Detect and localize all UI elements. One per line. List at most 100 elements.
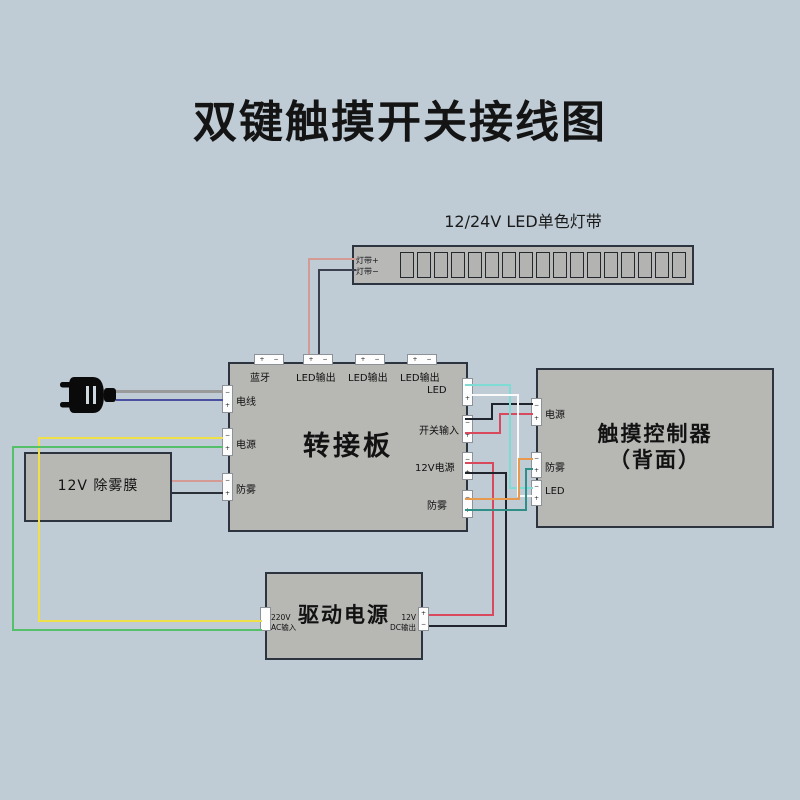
pole-minus: −: [374, 355, 380, 363]
pole-minus: −: [273, 355, 279, 363]
led-strip-segment: [587, 252, 601, 278]
controller-port-led-pad[interactable]: −+: [531, 480, 542, 506]
driver-power-supply: 驱动电源: [265, 572, 423, 660]
driver-dc-output-line1: 12V: [401, 613, 417, 622]
adapter-port-led-out-2-pad[interactable]: +−: [355, 354, 385, 365]
adapter-port-12v-power-pad[interactable]: −+: [462, 452, 473, 480]
wire-dc-red-v: [492, 462, 494, 616]
adapter-port-defog-right-pad[interactable]: −+: [462, 490, 473, 518]
driver-ac-input-line2: AC输入: [271, 623, 297, 633]
adapter-port-defog-label: 防雾: [236, 485, 256, 496]
adapter-port-switch-input-label: 开关输入: [419, 426, 459, 437]
led-strip-segment: [485, 252, 499, 278]
led-strip-title: 12/24V LED单色灯带: [444, 212, 602, 231]
adapter-port-led-out-3-label: LED输出: [400, 373, 440, 384]
wire-led-negative-h: [318, 269, 356, 271]
adapter-board-label: 转接板: [303, 430, 393, 462]
adapter-port-power-label: 电源: [236, 440, 256, 451]
plug-icon: [60, 377, 116, 413]
adapter-port-power-pad[interactable]: −+: [222, 428, 233, 456]
wire-ctrl-teal-h2: [525, 468, 533, 470]
wire-led-negative-v: [318, 269, 320, 362]
wire-ac-out-yellow-h1: [38, 437, 223, 439]
wire-ac-out-yellow-h2: [38, 620, 262, 622]
led-strip-segment: [570, 252, 584, 278]
pole-minus: −: [533, 483, 540, 490]
wire-ac-neutral: [116, 399, 223, 401]
adapter-port-led-label: LED: [427, 385, 447, 396]
wire-ctrl-teal-v: [525, 468, 527, 511]
led-strip-segment: [502, 252, 516, 278]
wire-ctrl-teal-h1: [465, 509, 527, 511]
pole-minus: −: [533, 401, 540, 409]
wire-ac-out-yellow-v: [38, 437, 40, 622]
pole-plus: +: [224, 401, 231, 409]
adapter-port-defog-right-label: 防雾: [427, 501, 447, 512]
touch-controller-label-line1: 触摸控制器: [597, 422, 713, 447]
pole-plus: +: [224, 444, 231, 452]
controller-port-power-label: 电源: [545, 410, 565, 421]
wire-ac-live: [116, 390, 223, 393]
wire-ac-out-green-h2: [12, 629, 262, 631]
wire-ctrl-white-h1: [465, 394, 519, 396]
adapter-port-switch-input-pad[interactable]: −+: [462, 415, 473, 443]
wire-ctrl-orange-v: [518, 458, 520, 500]
led-strip-segment: [553, 252, 567, 278]
adapter-port-12v-power-label: 12V电源: [415, 463, 455, 474]
driver-dc-output-pad[interactable]: +−: [418, 607, 429, 631]
touch-controller-label-line2: （背面）: [609, 448, 701, 472]
pole-plus: +: [412, 355, 418, 363]
led-strip-segments: [400, 252, 686, 278]
driver-ac-input-label: 220V AC输入: [271, 613, 296, 633]
pole-plus: +: [259, 355, 265, 363]
led-strip-segment: [621, 252, 635, 278]
wire-ac-out-green-v: [12, 446, 14, 629]
adapter-port-defog-pad[interactable]: −+: [222, 473, 233, 501]
led-strip: [352, 245, 694, 285]
wire-dc-red-h: [429, 614, 494, 616]
wire-ctrl-orange-h1: [465, 498, 520, 500]
wire-ctrl-cyan-h1: [465, 384, 511, 386]
pole-plus: +: [308, 355, 314, 363]
pole-minus: −: [464, 493, 471, 501]
pole-minus: −: [322, 355, 328, 363]
pole-plus: +: [420, 609, 427, 617]
adapter-port-wire-label: 电线: [236, 397, 256, 408]
wire-dc-black-h: [429, 625, 507, 627]
pole-minus: −: [224, 388, 231, 396]
adapter-port-led-out-2-label: LED输出: [348, 373, 388, 384]
pole-minus: −: [464, 418, 471, 426]
wire-ctrl-orange-h2: [518, 458, 533, 460]
adapter-port-led-pad[interactable]: −+: [462, 378, 473, 406]
led-strip-terminal-negative: 灯带−: [356, 267, 379, 276]
adapter-port-led-out-3-pad[interactable]: +−: [407, 354, 437, 365]
led-strip-segment: [434, 252, 448, 278]
led-strip-segment: [672, 252, 686, 278]
adapter-port-led-out-1-pad[interactable]: +−: [303, 354, 333, 365]
adapter-port-bluetooth-pad[interactable]: +−: [254, 354, 284, 365]
led-strip-segment: [417, 252, 431, 278]
adapter-port-wire-pad[interactable]: −+: [222, 385, 233, 413]
pole-minus: −: [224, 431, 231, 439]
wire-switch-black-h1: [465, 418, 493, 420]
adapter-port-bluetooth-label: 蓝牙: [250, 373, 270, 384]
pole-minus: −: [533, 455, 540, 462]
controller-port-defog-pad[interactable]: −+: [531, 452, 542, 478]
driver-ac-input-pad[interactable]: [260, 607, 271, 631]
pole-minus: −: [464, 455, 471, 463]
adapter-port-led-out-1-label: LED输出: [296, 373, 336, 384]
driver-dc-output-line2: DC输出: [390, 623, 417, 633]
wire-switch-red-v: [499, 413, 501, 434]
led-strip-segment: [468, 252, 482, 278]
pole-plus: +: [464, 394, 471, 402]
pole-minus: −: [224, 476, 231, 484]
touch-controller-label: 触摸控制器 （背面）: [538, 370, 772, 526]
wire-ctrl-white-v: [517, 394, 519, 497]
wire-led-positive-h: [308, 258, 356, 260]
led-strip-segment: [604, 252, 618, 278]
wire-dc-red-top: [465, 462, 494, 464]
wire-switch-red-h2: [499, 413, 533, 415]
controller-port-power-pad[interactable]: −+: [531, 398, 542, 426]
led-strip-terminal-positive: 灯带+: [356, 256, 379, 265]
